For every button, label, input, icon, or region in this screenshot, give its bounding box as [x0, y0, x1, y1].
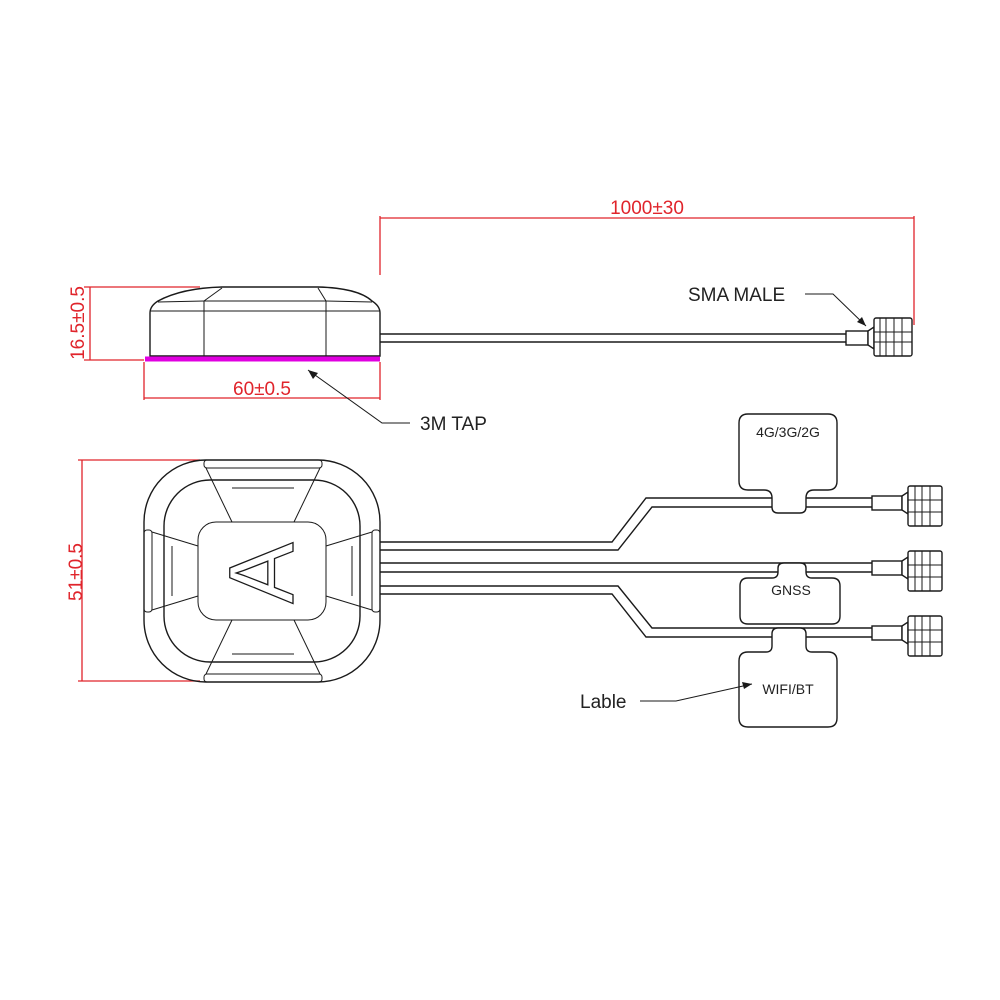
width-dimension: 60±0.5	[143, 362, 381, 400]
cable-length-text: 1000±30	[610, 198, 684, 219]
tape-callout: 3M TAP	[307, 369, 487, 435]
gnss-cable-tag: GNSS	[739, 562, 841, 625]
depth-dimension: 51±0.5	[66, 459, 200, 682]
sma-male-connector-side	[873, 317, 913, 357]
label-callout: Lable	[580, 682, 753, 713]
sma-male-label: SMA MALE	[688, 285, 785, 306]
sma-connector-cellular	[871, 485, 943, 527]
antenna-a-mark: A	[211, 542, 313, 604]
cellular-tag-text: 4G/3G/2G	[756, 424, 820, 440]
cellular-cable-tag: 4G/3G/2G	[738, 413, 838, 514]
puck-side-body	[149, 286, 381, 357]
wifi-tag-text: WIFI/BT	[762, 681, 814, 697]
depth-dimension-text: 51±0.5	[66, 543, 87, 601]
gnss-tag-text: GNSS	[771, 582, 811, 598]
3m-tape-label: 3M TAP	[420, 414, 487, 435]
sma-connector-wifi	[871, 615, 943, 657]
cable-length-dimension: 1000±30	[379, 198, 915, 325]
side-view: 1000±30 16.5±0.5 60±0.5	[68, 198, 915, 435]
width-dimension-text: 60±0.5	[233, 379, 291, 400]
wifi-cable-tag: WIFI/BT	[738, 627, 838, 728]
side-cable	[380, 325, 875, 351]
top-view: 51±0.5 A	[66, 413, 943, 728]
height-dimension-text: 16.5±0.5	[68, 286, 89, 360]
puck-top-body: A	[143, 459, 381, 683]
sma-connector-gnss	[871, 550, 943, 592]
sma-callout: SMA MALE	[688, 285, 867, 327]
label-callout-text: Lable	[580, 692, 627, 713]
height-dimension: 16.5±0.5	[68, 286, 200, 361]
